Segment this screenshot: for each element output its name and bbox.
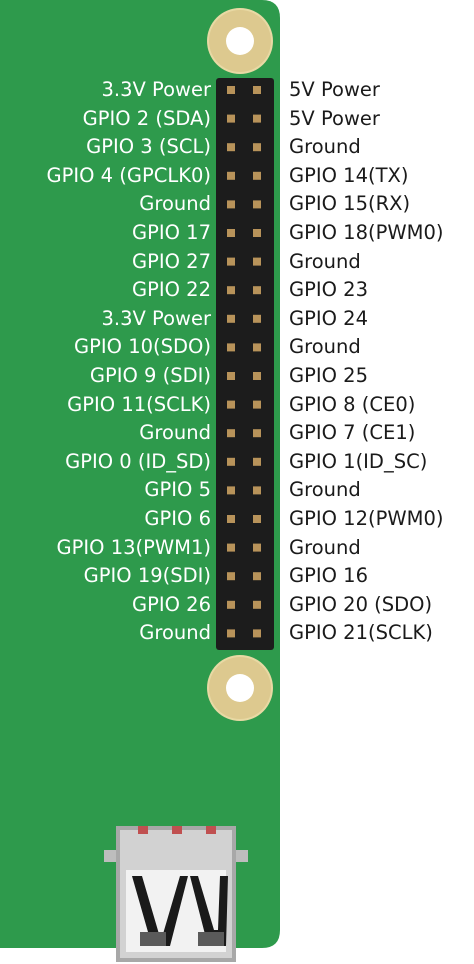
header-pin	[227, 600, 235, 609]
header-pin	[253, 629, 261, 638]
header-pin	[253, 257, 261, 266]
pin-label-right: GPIO 15(RX)	[289, 192, 411, 216]
pin-label-right: GPIO 21(SCLK)	[289, 621, 433, 645]
gpio-header	[216, 78, 274, 650]
pin-label-right: Ground	[289, 478, 361, 502]
header-pin	[253, 314, 261, 323]
header-pin	[227, 400, 235, 409]
pin-label-left: GPIO 3 (SCL)	[86, 135, 211, 159]
usb-connector	[104, 826, 248, 962]
header-pin	[227, 372, 235, 380]
pin-label-right: Ground	[289, 535, 361, 559]
header-pin	[227, 143, 235, 152]
header-pin	[253, 457, 261, 466]
header-pin	[227, 114, 235, 123]
header-pin	[227, 429, 235, 438]
pin-label-left: GPIO 5	[144, 478, 211, 502]
header-pin	[227, 314, 235, 323]
pin-label-left: GPIO 4 (GPCLK0)	[46, 163, 211, 187]
header-pin	[253, 400, 261, 409]
mounting-hole-bottom	[207, 655, 273, 721]
header-pin	[253, 486, 261, 495]
pin-label-left: GPIO 17	[132, 221, 211, 244]
pin-label-right: GPIO 18(PWM0)	[289, 221, 444, 244]
pin-label-right: 5V Power	[289, 106, 380, 130]
pin-label-right: GPIO 25	[289, 364, 368, 387]
pin-label-right: GPIO 16	[289, 564, 368, 588]
pin-label-right: GPIO 14(TX)	[289, 163, 409, 187]
header-pin	[227, 86, 235, 94]
pin-label-left: GPIO 10(SDO)	[74, 335, 211, 359]
pin-label-right: GPIO 12(PWM0)	[289, 507, 444, 530]
pin-label-left: 3.3V Power	[101, 78, 211, 101]
pin-label-left: GPIO 6	[144, 507, 211, 530]
header-pin	[227, 171, 235, 180]
pin-label-right: GPIO 20 (SDO)	[289, 592, 433, 616]
pcb-board	[0, 0, 280, 948]
mounting-hole-top	[207, 8, 273, 74]
header-pin	[253, 200, 261, 209]
header-pin	[227, 200, 235, 209]
header-pin	[253, 229, 261, 237]
header-pin	[227, 229, 235, 237]
header-pin	[227, 486, 235, 495]
pin-label-right: GPIO 1(ID_SC)	[289, 449, 428, 473]
header-pin	[253, 515, 261, 523]
pin-label-right: GPIO 23	[289, 278, 368, 302]
header-pin	[253, 543, 261, 552]
pin-label-left: GPIO 2 (SDA)	[82, 106, 211, 130]
pin-label-left: GPIO 9 (SDI)	[89, 364, 211, 387]
header-pin	[227, 572, 235, 581]
pin-label-right: Ground	[289, 249, 361, 273]
header-pin	[253, 372, 261, 380]
header-pin	[227, 629, 235, 638]
header-pin	[227, 286, 235, 295]
header-pin	[253, 143, 261, 152]
pin-label-left: GPIO 26	[132, 592, 211, 616]
header-pin	[253, 114, 261, 123]
pin-label-right: Ground	[289, 335, 361, 359]
pin-label-right: Ground	[289, 135, 361, 159]
pin-label-left: Ground	[139, 621, 211, 645]
pin-label-left: GPIO 13(PWM1)	[56, 535, 211, 559]
header-pin	[253, 429, 261, 438]
pin-label-left: GPIO 11(SCLK)	[67, 392, 211, 416]
pin-label-left: GPIO 0 (ID_SD)	[65, 449, 211, 473]
header-pin	[253, 171, 261, 180]
header-pin	[253, 572, 261, 581]
pin-label-left: 3.3V Power	[101, 306, 211, 330]
pin-label-right: 5V Power	[289, 78, 380, 101]
pin-label-left: GPIO 27	[132, 249, 211, 273]
pin-label-right: GPIO 24	[289, 306, 368, 330]
header-pin	[253, 286, 261, 295]
header-pin	[227, 457, 235, 466]
pin-label-left: Ground	[139, 192, 211, 216]
header-pin	[253, 86, 261, 94]
header-pins	[227, 86, 261, 638]
pin-label-right: GPIO 7 (CE1)	[289, 421, 416, 445]
pin-label-left: GPIO 22	[132, 278, 211, 302]
header-pin	[253, 600, 261, 609]
header-pin	[227, 257, 235, 266]
pin-label-left: Ground	[139, 421, 211, 445]
header-pin	[227, 515, 235, 523]
pin-label-left: GPIO 19(SDI)	[83, 564, 211, 588]
header-pin	[253, 343, 261, 352]
header-pin	[227, 543, 235, 552]
header-pin	[227, 343, 235, 352]
pin-label-right: GPIO 8 (CE0)	[289, 392, 416, 416]
